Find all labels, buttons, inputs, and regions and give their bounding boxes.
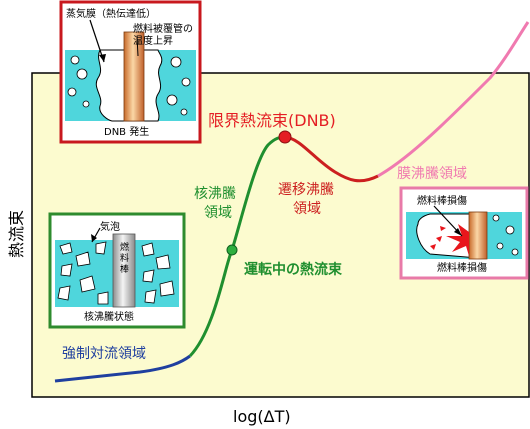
y-axis-label: 熱流束 bbox=[7, 210, 26, 258]
fuel-rod-damaged bbox=[468, 211, 488, 260]
operating-heat-flux-point bbox=[226, 244, 238, 256]
forced-convection-curve bbox=[54, 354, 191, 383]
damage-burst bbox=[446, 224, 469, 256]
damage-inset: 燃料棒損傷 燃料棒損傷 bbox=[399, 186, 529, 280]
nucleate-region-label-1: 核沸騰 bbox=[194, 185, 236, 202]
dnb-point bbox=[278, 130, 292, 144]
transition-region-label-2: 領域 bbox=[293, 200, 321, 217]
fuel-rod-label: 燃 料 棒 bbox=[120, 241, 132, 275]
clad-temp-label-1: 燃料被覆管の bbox=[133, 22, 193, 35]
dnb-label: 限界熱流束(DNB) bbox=[208, 111, 336, 130]
nucleate-region-label-2: 領域 bbox=[204, 204, 232, 221]
nucleate-boiling-curve bbox=[188, 135, 286, 358]
dnb-inset-caption: DNB 発生 bbox=[104, 125, 149, 138]
transition-boiling-curve bbox=[284, 135, 379, 183]
fuel-rod-hot bbox=[123, 31, 145, 122]
nucleate-inset-caption: 核沸騰状態 bbox=[84, 310, 134, 323]
damage-label: 燃料棒損傷 bbox=[417, 194, 467, 207]
film-region-label: 膜沸騰領域 bbox=[397, 165, 467, 182]
clad-temp-label-2: 温度上昇 bbox=[133, 34, 173, 47]
fuel-rod-normal bbox=[112, 233, 136, 308]
bubble-label: 気泡 bbox=[100, 220, 120, 233]
transition-region-label-1: 遷移沸騰 bbox=[278, 181, 334, 198]
film-boiling-curve bbox=[377, 21, 530, 178]
damage-inset-caption: 燃料棒損傷 bbox=[437, 261, 487, 274]
dnb-inset: 蒸気膜（熱伝達低） 燃料被覆管の 温度上昇 DNB 発生 bbox=[59, 0, 202, 144]
forced-convection-label: 強制対流領域 bbox=[62, 345, 146, 362]
operating-heat-flux-label: 運転中の熱流束 bbox=[244, 261, 343, 278]
x-axis-label: log(ΔT) bbox=[233, 407, 291, 426]
nucleate-inset: 燃 料 棒 気泡 核沸騰状態 bbox=[48, 212, 186, 329]
vapor-film-label: 蒸気膜（熱伝達低） bbox=[66, 7, 156, 20]
